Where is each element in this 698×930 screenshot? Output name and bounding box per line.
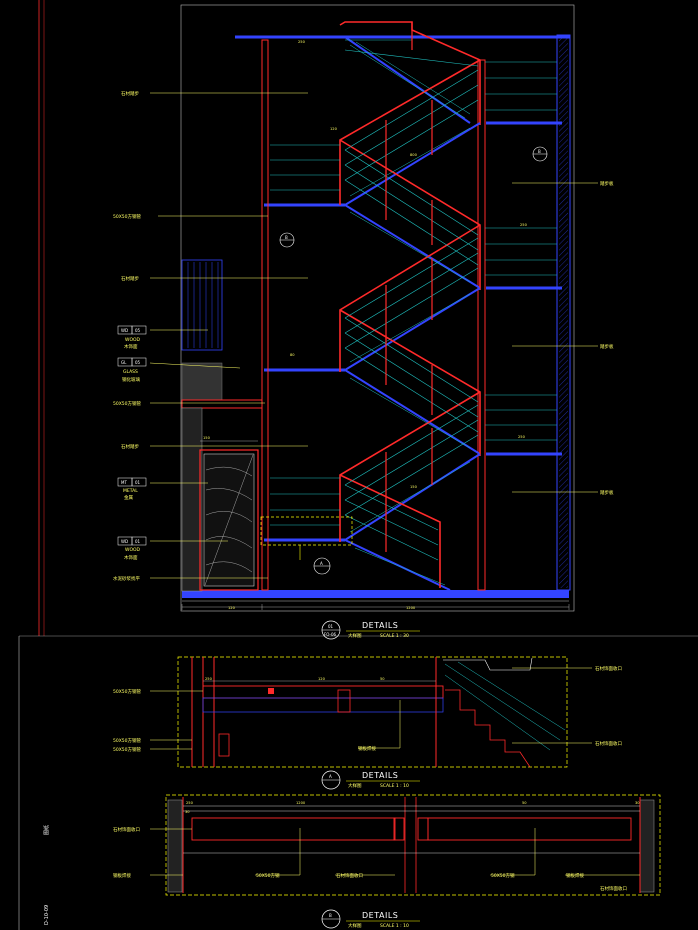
svg-text:石材饰面收口: 石材饰面收口 xyxy=(600,885,627,892)
detail-title-b: B DETAILS 大样图 SCALE 1 : 10 xyxy=(321,909,420,929)
svg-text:50X50方钢: 50X50方钢 xyxy=(256,872,280,879)
material-tags: WD 05 WOOD 木饰面 GL 05 GLASS 钢化玻璃 MT 01 ME… xyxy=(117,325,147,561)
detail-b: 石材饰面收口 钢板焊接 50X50方钢 石材饰面收口 50X50方钢 钢板焊接 … xyxy=(113,794,661,896)
svg-text:50X50方钢管: 50X50方钢管 xyxy=(113,737,142,744)
material-tag-wd01: WD 01 WOOD 木饰面 xyxy=(117,536,147,561)
svg-text:120: 120 xyxy=(330,127,338,131)
svg-text:WD: WD xyxy=(121,539,128,544)
svg-text:石材饰面收口: 石材饰面收口 xyxy=(113,826,140,833)
callout-left-0: 石材踏步 xyxy=(121,90,139,97)
svg-text:MT: MT xyxy=(121,480,127,485)
svg-text:80: 80 xyxy=(290,353,295,357)
svg-text:SCALE 1 : 30: SCALE 1 : 30 xyxy=(380,633,409,639)
svg-text:50: 50 xyxy=(380,677,385,681)
door-wall xyxy=(181,259,263,592)
svg-text:WOOD: WOOD xyxy=(125,547,141,553)
callout-left-5: 水泥砂浆找平 xyxy=(113,575,140,582)
svg-text:钢板焊接: 钢板焊接 xyxy=(566,872,584,879)
svg-text:石材饰面收口: 石材饰面收口 xyxy=(336,872,363,879)
svg-text:DETAILS: DETAILS xyxy=(362,771,398,780)
svg-text:1200: 1200 xyxy=(406,606,416,610)
svg-text:SCALE 1 : 10: SCALE 1 : 10 xyxy=(380,783,409,789)
section-mark-b-left: B xyxy=(279,232,295,248)
svg-text:B: B xyxy=(285,235,288,240)
svg-text:250: 250 xyxy=(520,223,528,227)
callouts-right: 踏步板 踏步板 踏步板 xyxy=(600,180,614,496)
svg-text:石材饰面收口: 石材饰面收口 xyxy=(595,665,622,672)
main-dimensions: 250 800 250 80 150 120 1200 250 120 150 xyxy=(203,40,528,610)
svg-text:木饰面: 木饰面 xyxy=(124,554,138,561)
svg-text:SCALE 1 : 10: SCALE 1 : 10 xyxy=(380,923,409,929)
svg-text:DETAILS: DETAILS xyxy=(362,911,398,920)
main-stair-section xyxy=(181,21,571,610)
svg-text:150: 150 xyxy=(410,485,418,489)
svg-text:钢化玻璃: 钢化玻璃 xyxy=(122,376,140,383)
svg-text:250: 250 xyxy=(298,40,306,44)
detail-title-01: 01 FO-06 DETAILS 大样图 SCALE 1 : 30 xyxy=(321,620,420,640)
stair-flights xyxy=(270,21,557,591)
svg-text:DETAILS: DETAILS xyxy=(362,621,398,630)
detail-title-a: A DETAILS 大样图 SCALE 1 : 10 xyxy=(321,770,420,790)
svg-text:石材饰面收口: 石材饰面收口 xyxy=(595,740,622,747)
svg-text:05: 05 xyxy=(135,328,141,333)
svg-text:钢板焊接: 钢板焊接 xyxy=(113,872,131,879)
svg-text:GL: GL xyxy=(121,360,127,365)
svg-text:50X50方钢: 50X50方钢 xyxy=(491,872,515,879)
svg-text:METAL: METAL xyxy=(123,488,138,494)
side-notes: 图纸 D-10-09 xyxy=(43,825,50,925)
callout-leaders xyxy=(149,92,598,579)
svg-text:50X50方钢管: 50X50方钢管 xyxy=(113,688,142,695)
svg-text:A: A xyxy=(329,774,332,779)
svg-text:图纸: 图纸 xyxy=(43,825,50,835)
svg-text:A: A xyxy=(320,561,323,566)
callout-right-2: 踏步板 xyxy=(600,489,614,496)
callout-left-4: 石材踏步 xyxy=(121,443,139,450)
svg-text:30: 30 xyxy=(185,810,190,814)
section-mark-a: A xyxy=(313,557,331,575)
callout-left-3: 50X50方钢管 xyxy=(113,400,142,407)
svg-text:大样图: 大样图 xyxy=(348,922,362,929)
material-tag-gl05: GL 05 GLASS 钢化玻璃 xyxy=(117,357,147,383)
svg-text:大样图: 大样图 xyxy=(348,782,362,789)
sheet-frame xyxy=(18,0,698,930)
svg-text:250: 250 xyxy=(205,677,213,681)
svg-text:250: 250 xyxy=(518,435,526,439)
svg-text:50: 50 xyxy=(522,801,527,805)
svg-text:250: 250 xyxy=(186,801,194,805)
svg-text:01: 01 xyxy=(135,539,141,544)
material-tag-mt01: MT 01 METAL 金属 xyxy=(117,477,147,501)
callout-right-0: 踏步板 xyxy=(600,180,614,187)
svg-text:01: 01 xyxy=(328,624,334,629)
svg-text:WOOD: WOOD xyxy=(125,337,141,343)
svg-text:FO-06: FO-06 xyxy=(324,632,337,637)
svg-text:GLASS: GLASS xyxy=(123,369,138,375)
detail-a: 50X50方钢管 50X50方钢管 50X50方钢管 钢板焊接 石材饰面收口 石… xyxy=(113,656,622,768)
svg-text:05: 05 xyxy=(135,360,141,365)
svg-text:30: 30 xyxy=(635,801,640,805)
svg-text:钢板焊接: 钢板焊接 xyxy=(358,745,376,752)
callout-left-1: 50X50方钢管 xyxy=(113,213,142,220)
svg-text:120: 120 xyxy=(228,606,236,610)
svg-text:B: B xyxy=(329,913,332,918)
callouts-left: 石材踏步 50X50方钢管 石材踏步 50X50方钢管 石材踏步 水泥砂浆找平 xyxy=(113,90,142,582)
svg-text:50X50方钢管: 50X50方钢管 xyxy=(113,746,142,753)
section-marks: B B A xyxy=(279,146,548,575)
svg-text:800: 800 xyxy=(410,153,418,157)
svg-text:大样图: 大样图 xyxy=(348,632,362,639)
svg-text:150: 150 xyxy=(203,436,211,440)
material-tag-wd05: WD 05 WOOD 木饰面 xyxy=(117,325,147,350)
svg-text:120: 120 xyxy=(318,677,326,681)
section-mark-b-right: B xyxy=(532,146,548,162)
svg-text:木饰面: 木饰面 xyxy=(124,343,138,350)
callout-right-1: 踏步板 xyxy=(600,343,614,350)
svg-text:金属: 金属 xyxy=(124,494,133,501)
svg-text:01: 01 xyxy=(135,480,141,485)
svg-text:D-10-09: D-10-09 xyxy=(44,905,50,925)
svg-text:WD: WD xyxy=(121,328,128,333)
callout-left-2: 石材踏步 xyxy=(121,275,139,282)
svg-text:1200: 1200 xyxy=(296,801,306,805)
svg-text:B: B xyxy=(538,149,541,154)
